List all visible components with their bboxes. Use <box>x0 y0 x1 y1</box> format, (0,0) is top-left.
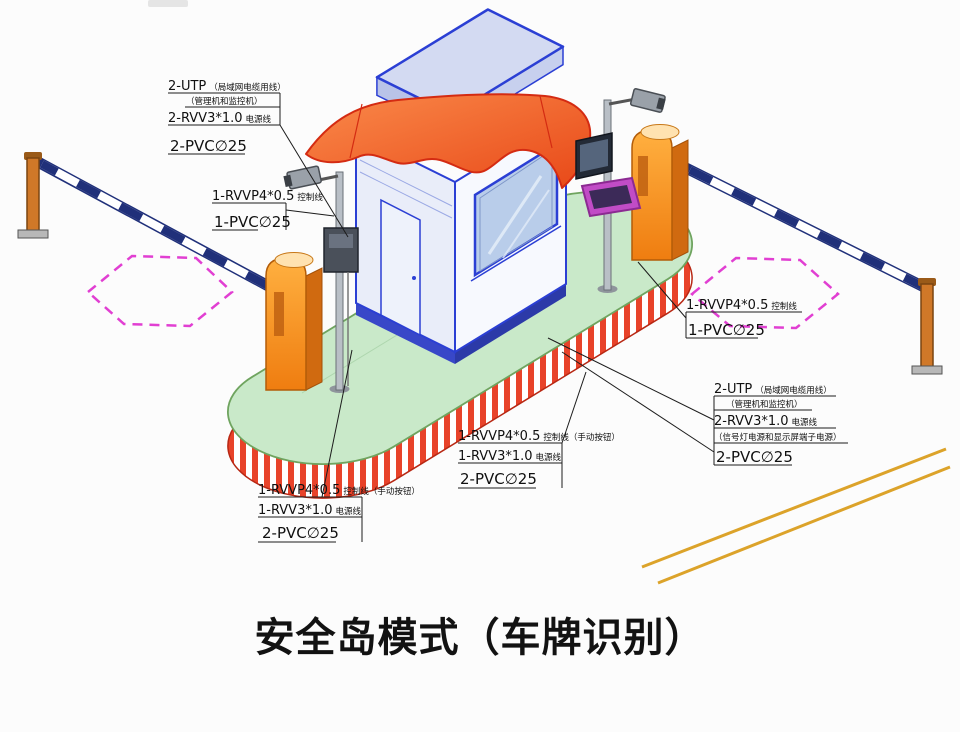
left-barrier-gate-assembly <box>17 152 323 391</box>
right-camera <box>629 88 666 113</box>
left-gate-machine-cap <box>274 252 314 268</box>
road-line-1 <box>641 447 947 569</box>
annotation-right-lower-pvc: 2-PVC∅25 <box>716 448 793 466</box>
booth-door <box>380 198 421 337</box>
leader-line <box>637 261 687 319</box>
left-gate-machine-body <box>265 257 307 391</box>
annotation-top-left-line2: （管理机和监控机） <box>186 96 263 107</box>
left-camera-pole <box>335 171 344 391</box>
leader-line <box>279 124 349 238</box>
left-gate-machine-panel <box>274 292 284 336</box>
booth-panel-line-1 <box>359 159 453 207</box>
leader-line <box>321 349 353 498</box>
right-barrier-gate-assembly <box>631 124 943 375</box>
booth-plinth-right <box>455 284 566 364</box>
leader-line <box>561 371 587 444</box>
monitor-screen-panel <box>580 139 608 172</box>
left-camera <box>283 165 322 190</box>
left-camera-lens-icon <box>283 174 293 188</box>
annotation-right-lower-line4: （信号灯电源和显示屏端子电源） <box>714 432 842 443</box>
window-sill <box>470 225 562 282</box>
annotation-center-pvc: 2-PVC∅25 <box>460 470 537 488</box>
guard-booth <box>355 112 567 364</box>
right-barrier-arm <box>688 166 924 290</box>
right-gate-machine-cap <box>640 124 680 140</box>
canopy-crease-2 <box>539 95 553 149</box>
window-reflection-2 <box>502 189 550 259</box>
booth-plinth-left <box>356 303 455 364</box>
annotation-right-mid-pvc: 1-PVC∅25 <box>688 321 765 339</box>
annotation-left-lower-pvc: 2-PVC∅25 <box>262 524 339 542</box>
booth-canopy <box>305 93 592 189</box>
led-display-screen <box>589 185 632 209</box>
ground-loop-left <box>86 254 234 328</box>
leader-line <box>285 209 335 217</box>
right-gate-machine-panel <box>638 156 648 196</box>
left-control-box-display <box>329 234 353 248</box>
right-camera-pole-assembly <box>575 88 666 293</box>
right-camera-lens-icon <box>656 97 666 110</box>
edge-artifact <box>148 0 188 7</box>
left-rest-post-base <box>17 229 49 239</box>
road-line-2 <box>657 465 951 585</box>
canopy-shape <box>305 93 592 189</box>
booth-door-knob <box>412 276 416 280</box>
left-rest-post <box>26 157 40 233</box>
right-rest-post-base <box>911 365 943 375</box>
annotation-top-left-line1: 2-UTP（局域网电缆用线） <box>168 79 286 94</box>
right-rest-post <box>920 283 934 369</box>
page-title: 安全岛模式（车牌识别） <box>255 615 706 661</box>
annotation-lines <box>168 92 848 543</box>
right-gate-machine-side <box>671 139 689 261</box>
booth-panel-line-2 <box>359 171 453 219</box>
annotation-left-mid-pvc: 1-PVC∅25 <box>214 213 291 231</box>
annotation-right-lower-line2: （管理机和监控机） <box>726 399 803 410</box>
left-gate-machine-side <box>305 267 323 391</box>
canopy-crease-1 <box>349 103 363 159</box>
leader-line <box>561 351 715 453</box>
left-barrier-arm-stripes <box>40 160 270 290</box>
annotation-top-left-pvc: 2-PVC∅25 <box>170 137 247 155</box>
window-reflection-1 <box>487 175 543 255</box>
leader-line <box>547 337 715 421</box>
ground-loop-right <box>690 256 840 330</box>
annotation-right-lower-line1: 2-UTP（局域网电缆用线） <box>714 382 832 397</box>
